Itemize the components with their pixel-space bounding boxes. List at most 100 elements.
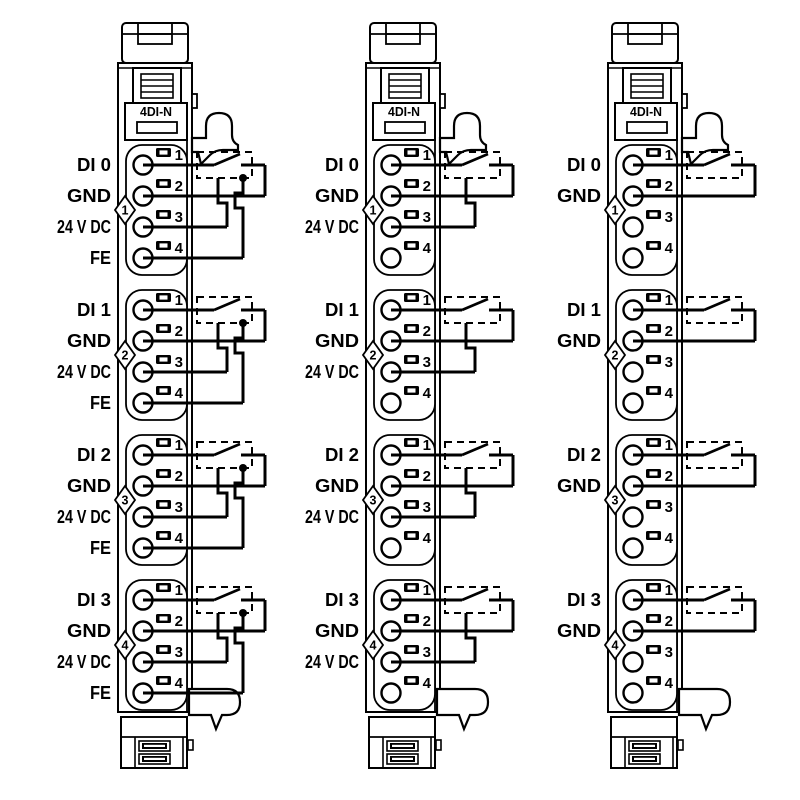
terminal-label: DI 3 xyxy=(567,590,601,610)
terminal-number: 2 xyxy=(423,613,431,630)
connector-slot xyxy=(138,740,171,752)
type-label-box xyxy=(372,102,436,141)
led-window xyxy=(407,616,416,621)
connector-tab xyxy=(677,739,684,751)
switch-lever xyxy=(703,587,731,602)
led-window xyxy=(159,388,168,393)
terminal-label: GND xyxy=(557,186,601,206)
terminal: 324 V DC xyxy=(57,644,183,673)
group-marker-diamond xyxy=(603,629,627,661)
wire-24v-riser xyxy=(464,468,477,517)
terminal-screw xyxy=(622,506,644,528)
terminal-number: 1 xyxy=(175,582,183,599)
terminal-number: 1 xyxy=(175,292,183,309)
terminal-number: 3 xyxy=(665,354,673,371)
switch-lever xyxy=(703,297,731,312)
group-marker: 4 xyxy=(113,629,137,661)
led-window xyxy=(649,181,658,186)
group-marker-number: 1 xyxy=(122,204,129,218)
terminal: 4FE xyxy=(90,240,184,269)
terminal-label: DI 0 xyxy=(77,155,111,175)
terminal-label: GND xyxy=(67,331,111,351)
terminal-screw xyxy=(380,682,402,704)
terminal-label: GND xyxy=(67,186,111,206)
terminal-number: 3 xyxy=(423,354,431,371)
top-cap xyxy=(611,22,679,64)
led-window xyxy=(407,647,416,652)
group-marker-number: 2 xyxy=(122,349,129,363)
sensor-wiring xyxy=(633,296,757,343)
terminal-number: 1 xyxy=(665,147,673,164)
terminal-screw xyxy=(380,247,402,269)
terminal-label: GND xyxy=(67,476,111,496)
sensor-wiring xyxy=(391,296,515,374)
group-marker-diamond xyxy=(361,484,385,516)
mounting-arrow-bottom-icon xyxy=(187,687,242,733)
sensor-wiring xyxy=(633,441,757,488)
terminal-label: 24 V DC xyxy=(305,507,359,527)
terminal-number: 3 xyxy=(423,644,431,661)
led-window xyxy=(407,212,416,217)
led-window xyxy=(407,295,416,300)
switch-lever xyxy=(461,442,489,457)
terminal: 4 xyxy=(622,240,674,269)
sensor-wiring xyxy=(143,151,267,260)
marking-field xyxy=(136,121,178,134)
led-window xyxy=(407,585,416,590)
wire-fe-riser xyxy=(233,323,245,403)
terminal: 1DI 1 xyxy=(567,292,673,321)
top-cap xyxy=(121,22,189,64)
terminal-number: 2 xyxy=(175,613,183,630)
terminal-number: 1 xyxy=(665,292,673,309)
led-window xyxy=(649,502,658,507)
terminal: 4FE xyxy=(90,385,184,414)
terminal: 1DI 2 xyxy=(77,437,183,466)
wire-24v-riser xyxy=(216,468,229,517)
led-window xyxy=(159,326,168,331)
terminal-number: 1 xyxy=(423,292,431,309)
terminal-label: GND xyxy=(557,621,601,641)
mounting-arrow-icons xyxy=(435,111,490,733)
terminal-number: 3 xyxy=(423,499,431,516)
terminal: 4FE xyxy=(90,675,184,704)
terminal-number: 3 xyxy=(665,499,673,516)
terminal-screw xyxy=(380,392,402,414)
terminal: 4FE xyxy=(90,530,184,559)
terminal-number: 3 xyxy=(175,499,183,516)
group-marker-diamond xyxy=(113,194,137,226)
terminal-label: GND xyxy=(557,476,601,496)
mounting-arrow-top-icon xyxy=(190,111,240,167)
group-marker: 2 xyxy=(361,339,385,371)
group-marker-number: 3 xyxy=(122,494,129,508)
terminal: 3 xyxy=(622,499,673,528)
mounting-arrow-icons xyxy=(187,111,242,733)
terminal-screw xyxy=(622,682,644,704)
module-type-label: 4DI-N xyxy=(630,104,662,119)
side-tab xyxy=(681,93,688,109)
led-window xyxy=(649,471,658,476)
terminal: 4 xyxy=(380,675,432,704)
group-marker-number: 4 xyxy=(370,639,377,653)
terminal-label: DI 3 xyxy=(77,590,111,610)
group-marker-number: 2 xyxy=(370,349,377,363)
led-window xyxy=(649,440,658,445)
terminal-number: 4 xyxy=(423,675,432,692)
terminal-label: 24 V DC xyxy=(305,652,359,672)
connector-slot xyxy=(628,740,661,752)
terminal: 324 V DC xyxy=(57,499,183,528)
terminal-label: DI 2 xyxy=(325,445,359,465)
wire-24v-riser xyxy=(216,178,229,227)
sensor-wiring xyxy=(391,586,515,664)
sensor-wiring xyxy=(391,441,515,519)
terminal-number: 1 xyxy=(175,437,183,454)
led-window xyxy=(159,357,168,362)
led-window xyxy=(159,150,168,155)
